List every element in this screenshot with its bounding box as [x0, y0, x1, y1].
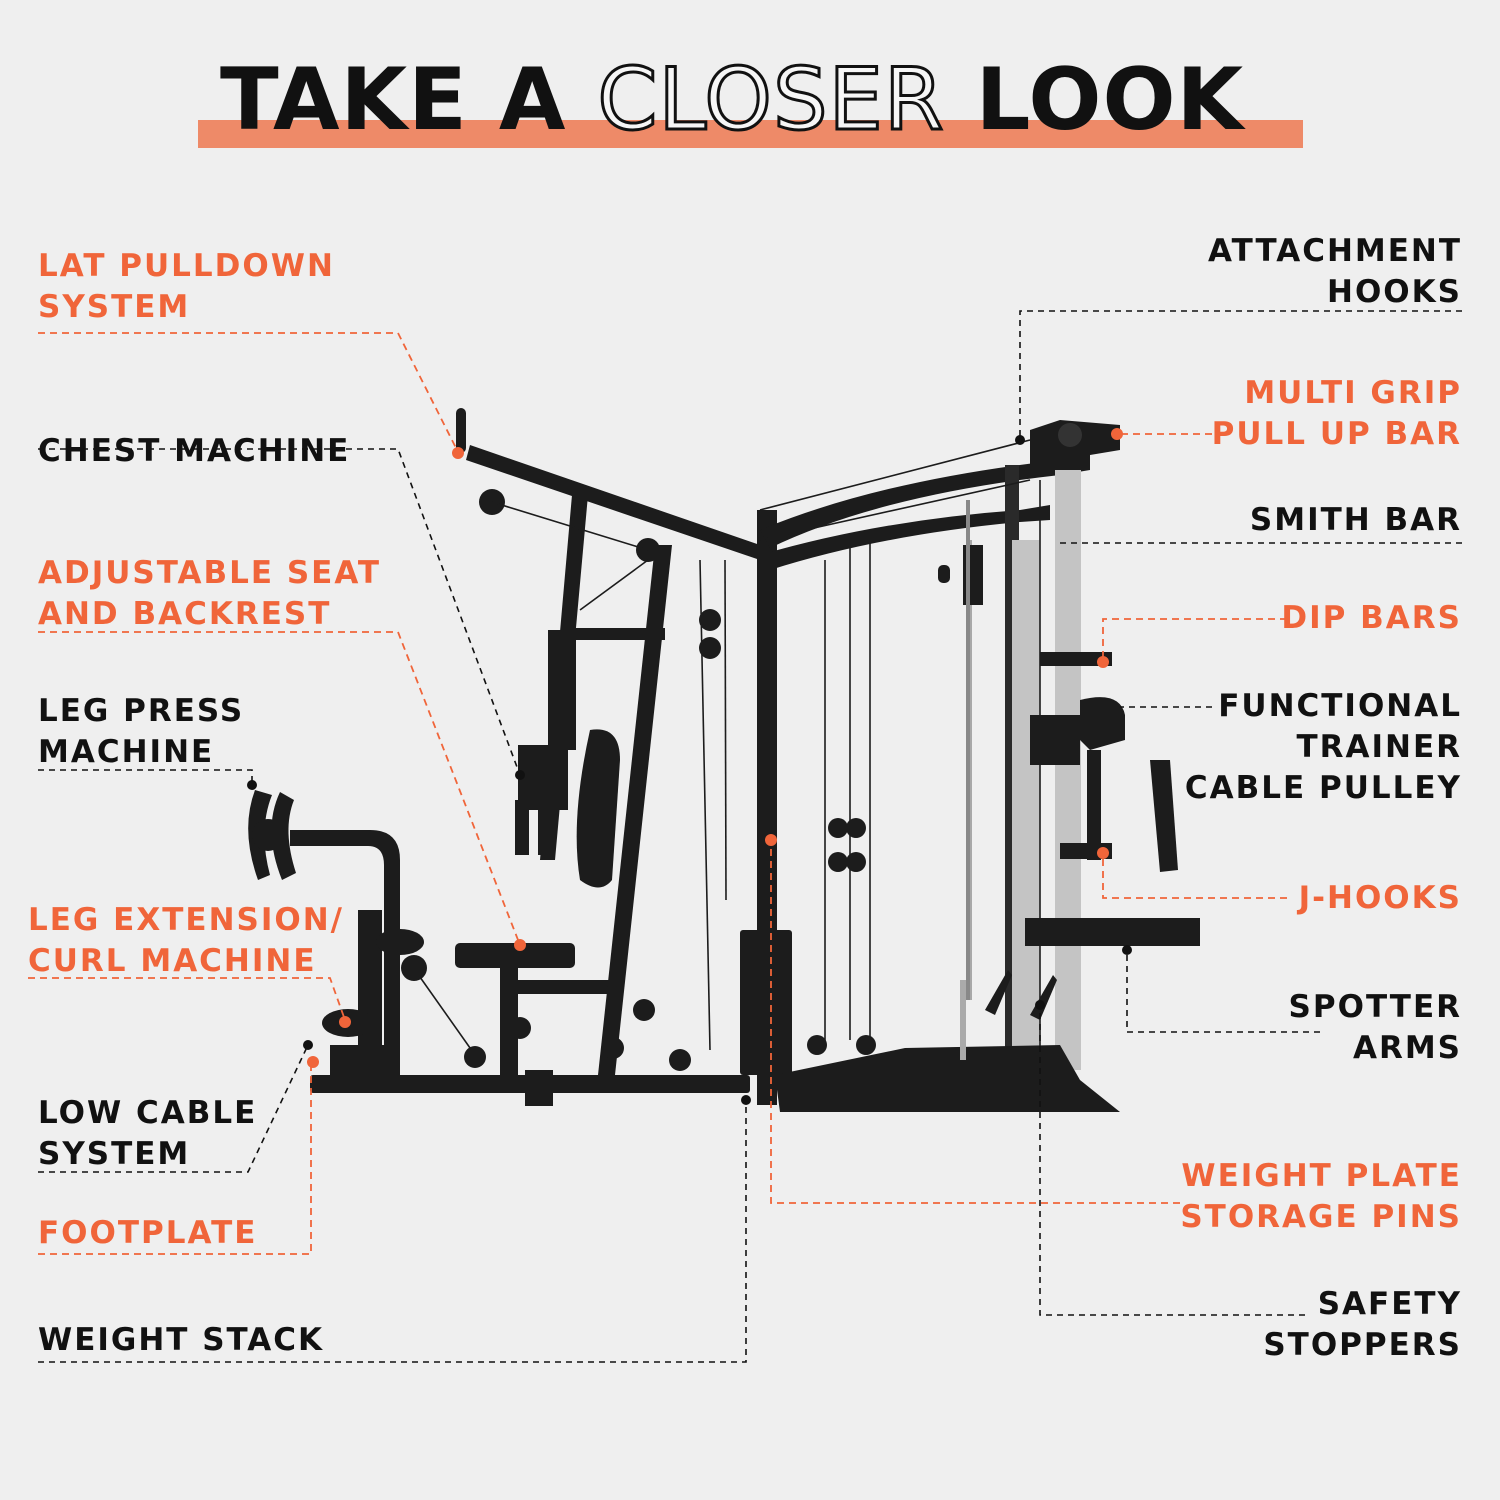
label-line: TRAINER: [1296, 729, 1462, 765]
label-line: LAT PULLDOWN: [38, 248, 335, 284]
label-line: AND BACKREST: [38, 596, 332, 632]
label-line: SYSTEM: [38, 289, 191, 325]
title-part-2: LOOK: [944, 50, 1245, 150]
label-line: WEIGHT STACK: [38, 1322, 325, 1358]
label-j-hooks: J-HOOKS: [1299, 878, 1462, 919]
label-line: HOOKS: [1327, 274, 1462, 310]
leader-lines-orange: [28, 332, 1287, 1255]
label-line: FOOTPLATE: [38, 1215, 258, 1251]
label-line: ATTACHMENT: [1208, 233, 1462, 269]
label-line: CURL MACHINE: [28, 943, 317, 979]
label-line: ARMS: [1352, 1030, 1462, 1066]
label-line: FUNCTIONAL: [1218, 688, 1462, 724]
label-safety-stoppers: SAFETY STOPPERS: [1263, 1284, 1462, 1366]
label-line: SAFETY: [1317, 1286, 1462, 1322]
title-underline-bar: [198, 120, 1303, 148]
label-line: SMITH BAR: [1249, 502, 1462, 538]
label-line: LOW CABLE: [38, 1095, 258, 1131]
label-leg-extension: LEG EXTENSION/ CURL MACHINE: [28, 900, 344, 982]
label-line: MACHINE: [38, 734, 215, 770]
title-part-1: TAKE A: [220, 50, 598, 150]
label-line: STOPPERS: [1263, 1327, 1462, 1363]
machine-illustration: [248, 408, 1200, 1112]
label-leg-press: LEG PRESS MACHINE: [38, 691, 244, 773]
header: TAKE A CLOSER LOOK: [198, 50, 1303, 150]
label-line: SYSTEM: [38, 1136, 191, 1172]
label-line: CABLE PULLEY: [1184, 770, 1462, 806]
label-line: LEG EXTENSION/: [28, 902, 344, 938]
label-line: MULTI GRIP: [1244, 375, 1462, 411]
label-line: STORAGE PINS: [1180, 1199, 1462, 1235]
label-line: DIP BARS: [1281, 600, 1462, 636]
label-low-cable: LOW CABLE SYSTEM: [38, 1093, 257, 1175]
label-footplate: FOOTPLATE: [38, 1213, 257, 1254]
label-lat-pulldown: LAT PULLDOWN SYSTEM: [38, 246, 335, 328]
page-title: TAKE A CLOSER LOOK: [220, 50, 1245, 150]
label-dip-bars: DIP BARS: [1281, 598, 1462, 639]
label-line: LEG PRESS: [38, 693, 245, 729]
label-line: PULL UP BAR: [1211, 416, 1462, 452]
label-functional-trainer: FUNCTIONAL TRAINER CABLE PULLEY: [1185, 686, 1462, 809]
title-outline-word: CLOSER: [596, 50, 945, 150]
label-line: J-HOOKS: [1298, 880, 1462, 916]
label-multi-grip: MULTI GRIP PULL UP BAR: [1212, 373, 1462, 455]
label-weight-stack: WEIGHT STACK: [38, 1320, 324, 1361]
cables: [414, 439, 1041, 1056]
label-chest-machine: CHEST MACHINE: [38, 431, 350, 472]
label-line: SPOTTER: [1288, 989, 1462, 1025]
label-attachment-hooks: ATTACHMENT HOOKS: [1208, 231, 1462, 313]
label-line: WEIGHT PLATE: [1181, 1158, 1462, 1194]
label-adjustable-seat: ADJUSTABLE SEAT AND BACKREST: [38, 553, 381, 635]
label-smith-bar: SMITH BAR: [1250, 500, 1462, 541]
label-line: CHEST MACHINE: [38, 433, 351, 469]
label-weight-plate-pins: WEIGHT PLATE STORAGE PINS: [1180, 1156, 1462, 1238]
callout-markers: [247, 428, 1132, 1105]
label-line: ADJUSTABLE SEAT: [38, 555, 382, 591]
label-spotter-arms: SPOTTER ARMS: [1289, 987, 1462, 1069]
